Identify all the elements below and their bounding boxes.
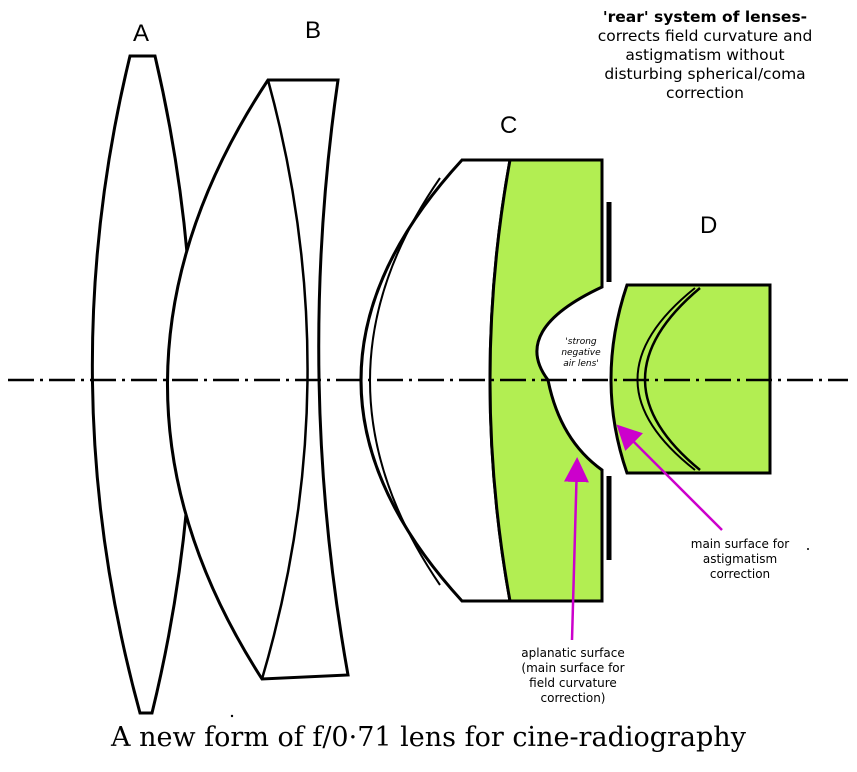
label-lens-d: D bbox=[700, 212, 718, 239]
air-lens-label: 'strong negative air lens' bbox=[546, 337, 616, 370]
arrow-astigmatism bbox=[616, 424, 723, 531]
heading-line-1: corrects field curvature and bbox=[597, 27, 813, 45]
stray-dot-2 bbox=[807, 548, 809, 550]
aplanatic-line-1: aplanatic surface bbox=[521, 646, 625, 660]
label-lens-b: B bbox=[305, 17, 322, 44]
heading-line-2: astigmatism without bbox=[625, 46, 785, 64]
aplanatic-line-2: (main surface for bbox=[521, 661, 625, 675]
aplanatic-note: aplanatic surface (main surface for fiel… bbox=[508, 646, 638, 706]
astigmatism-line-2: astigmatism bbox=[702, 552, 778, 566]
astigmatism-line-3: correction bbox=[709, 567, 771, 581]
aplanatic-line-4: correction) bbox=[540, 691, 606, 705]
air-lens-line-3: air lens' bbox=[563, 359, 599, 369]
heading-title: 'rear' system of lenses- bbox=[602, 8, 808, 26]
astigmatism-note: main surface for astigmatism correction bbox=[672, 537, 808, 582]
label-lens-c: C bbox=[500, 112, 518, 139]
air-lens-line-1: 'strong bbox=[565, 337, 597, 347]
heading-line-3: disturbing spherical/coma bbox=[604, 65, 806, 83]
label-lens-a: A bbox=[133, 20, 150, 47]
lens-d-shape bbox=[609, 283, 772, 475]
heading-line-4: correction bbox=[666, 84, 744, 102]
astigmatism-line-1: main surface for bbox=[690, 537, 790, 551]
figure-caption: A new form of f/0·71 lens for cine-radio… bbox=[111, 722, 746, 753]
air-lens-line-2: negative bbox=[561, 348, 601, 358]
arrow-aplanatic bbox=[563, 457, 589, 641]
stray-dot bbox=[230, 714, 234, 718]
aplanatic-line-3: field curvature bbox=[529, 676, 617, 690]
rear-system-heading: 'rear' system of lenses- corrects field … bbox=[560, 8, 850, 103]
